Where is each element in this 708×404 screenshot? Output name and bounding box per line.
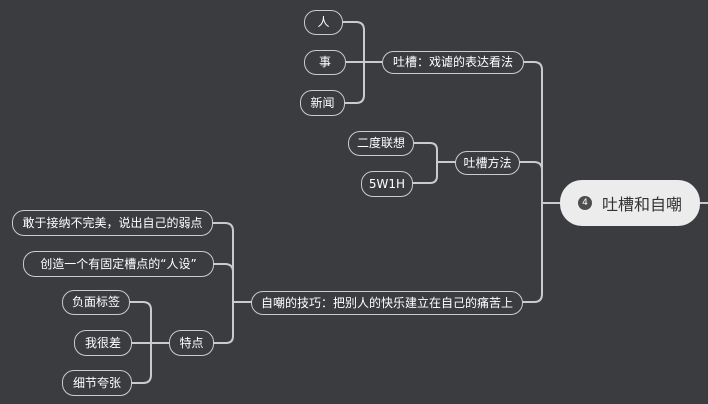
subtopic[interactable]: 事 bbox=[304, 50, 346, 75]
branch-topic-label: 吐槽：戏谑的表达看法 bbox=[392, 55, 513, 69]
subtopic-label: 事 bbox=[318, 55, 331, 69]
branch-topic[interactable]: 自嘲的技巧：把别人的快乐建立在自己的痛苦上 bbox=[251, 291, 523, 315]
subtopic[interactable]: 5W1H bbox=[361, 171, 413, 197]
branch-topic[interactable]: 吐槽方法 bbox=[455, 151, 520, 175]
leaf-topic-label: 负面标签 bbox=[71, 295, 120, 309]
leaf-topic-label: 细节夸张 bbox=[72, 376, 121, 390]
subtopic-label: 人 bbox=[317, 15, 330, 29]
subtopic-label: 新闻 bbox=[310, 96, 335, 110]
subtopic-label: 二度联想 bbox=[356, 136, 405, 150]
subtopic[interactable]: 敢于接纳不完美，说出自己的弱点 bbox=[12, 210, 213, 236]
subtopic[interactable]: 新闻 bbox=[300, 90, 345, 116]
topic-number-badge: 4 bbox=[577, 196, 592, 210]
subtopic[interactable]: 特点 bbox=[169, 330, 214, 356]
branch-topic[interactable]: 吐槽：戏谑的表达看法 bbox=[382, 51, 524, 74]
leaf-topic[interactable]: 我很差 bbox=[74, 330, 132, 356]
subtopic[interactable]: 二度联想 bbox=[348, 131, 414, 156]
root-topic[interactable]: 4 吐槽和自嘲 bbox=[560, 180, 700, 226]
leaf-topic-label: 我很差 bbox=[84, 336, 121, 350]
subtopic-label: 敢于接纳不完美，说出自己的弱点 bbox=[22, 216, 203, 230]
leaf-topic[interactable]: 负面标签 bbox=[62, 290, 130, 315]
subtopic-label: 5W1H bbox=[368, 177, 406, 191]
subtopic[interactable]: 人 bbox=[304, 10, 343, 35]
subtopic[interactable]: 创造一个有固定槽点的“人设” bbox=[23, 251, 214, 277]
subtopic-label: 创造一个有固定槽点的“人设” bbox=[40, 257, 197, 271]
branch-topic-label: 自嘲的技巧：把别人的快乐建立在自己的痛苦上 bbox=[260, 296, 513, 310]
leaf-topic[interactable]: 细节夸张 bbox=[62, 370, 132, 396]
subtopic-label: 特点 bbox=[179, 336, 204, 350]
branch-topic-label: 吐槽方法 bbox=[463, 156, 512, 170]
root-topic-label: 吐槽和自嘲 bbox=[601, 195, 682, 214]
